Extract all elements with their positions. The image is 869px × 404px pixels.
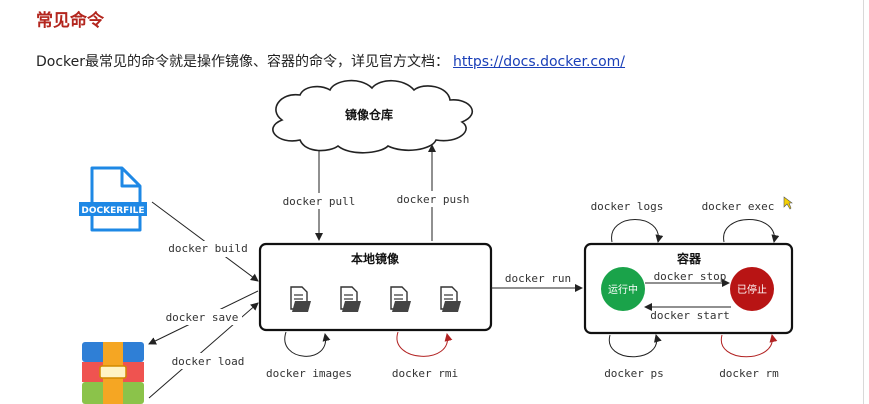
logs-label: docker logs — [591, 200, 664, 213]
registry-cloud — [272, 79, 474, 154]
image-file-icon — [390, 286, 411, 312]
registry-label: 镜像仓库 — [345, 107, 393, 122]
build-label: docker build — [168, 242, 247, 255]
exec-label: docker exec — [702, 200, 775, 213]
rmi-label: docker rmi — [392, 367, 458, 380]
local-images-label: 本地镜像 — [351, 251, 400, 266]
save-label-bg — [162, 309, 242, 325]
mouse-cursor-icon — [783, 196, 793, 210]
local-images-box — [258, 242, 493, 332]
archive-icon — [82, 342, 144, 404]
save-label: docker save — [166, 311, 239, 324]
dockerfile-label: DOCKERFILE — [81, 206, 144, 216]
push-label: docker push — [397, 193, 470, 206]
docs-link[interactable]: https://docs.docker.com/ — [453, 54, 626, 70]
build-label-bg — [165, 241, 250, 257]
images-loop-arrow — [284, 331, 331, 357]
container-box — [583, 242, 794, 335]
rmi-loop-arrow — [396, 331, 453, 357]
stopped-label: 已停止 — [737, 283, 767, 296]
stop-label: docker stop — [654, 270, 727, 283]
stopped-state — [730, 267, 774, 311]
images-label: docker images — [266, 367, 352, 380]
container-label: 容器 — [676, 251, 702, 266]
load-label-bg — [166, 353, 248, 369]
intro-sentence: Docker最常见的命令就是操作镜像、容器的命令，详见官方文档： — [36, 54, 450, 70]
image-file-icon — [440, 286, 461, 312]
running-label: 运行中 — [608, 283, 638, 296]
exec-loop-arrow — [723, 219, 780, 243]
pull-label: docker pull — [283, 195, 356, 208]
push-label-bg — [392, 191, 474, 207]
right-divider — [863, 0, 864, 404]
ps-label: docker ps — [604, 367, 664, 380]
image-file-icon — [290, 286, 311, 312]
image-file-icon — [340, 286, 361, 312]
page-title: 常见命令 — [36, 11, 104, 31]
run-label: docker run — [505, 272, 571, 285]
running-state — [601, 267, 645, 311]
logs-loop-arrow — [611, 219, 664, 243]
load-label: docker load — [172, 355, 245, 368]
rm-loop-arrow — [720, 334, 778, 358]
ps-loop-arrow — [608, 334, 662, 358]
intro-text: Docker最常见的命令就是操作镜像、容器的命令，详见官方文档：https://… — [36, 51, 625, 71]
rm-label: docker rm — [719, 367, 779, 380]
dockerfile-icon — [79, 166, 147, 232]
start-label: docker start — [650, 309, 729, 322]
pull-label-bg — [279, 193, 359, 209]
